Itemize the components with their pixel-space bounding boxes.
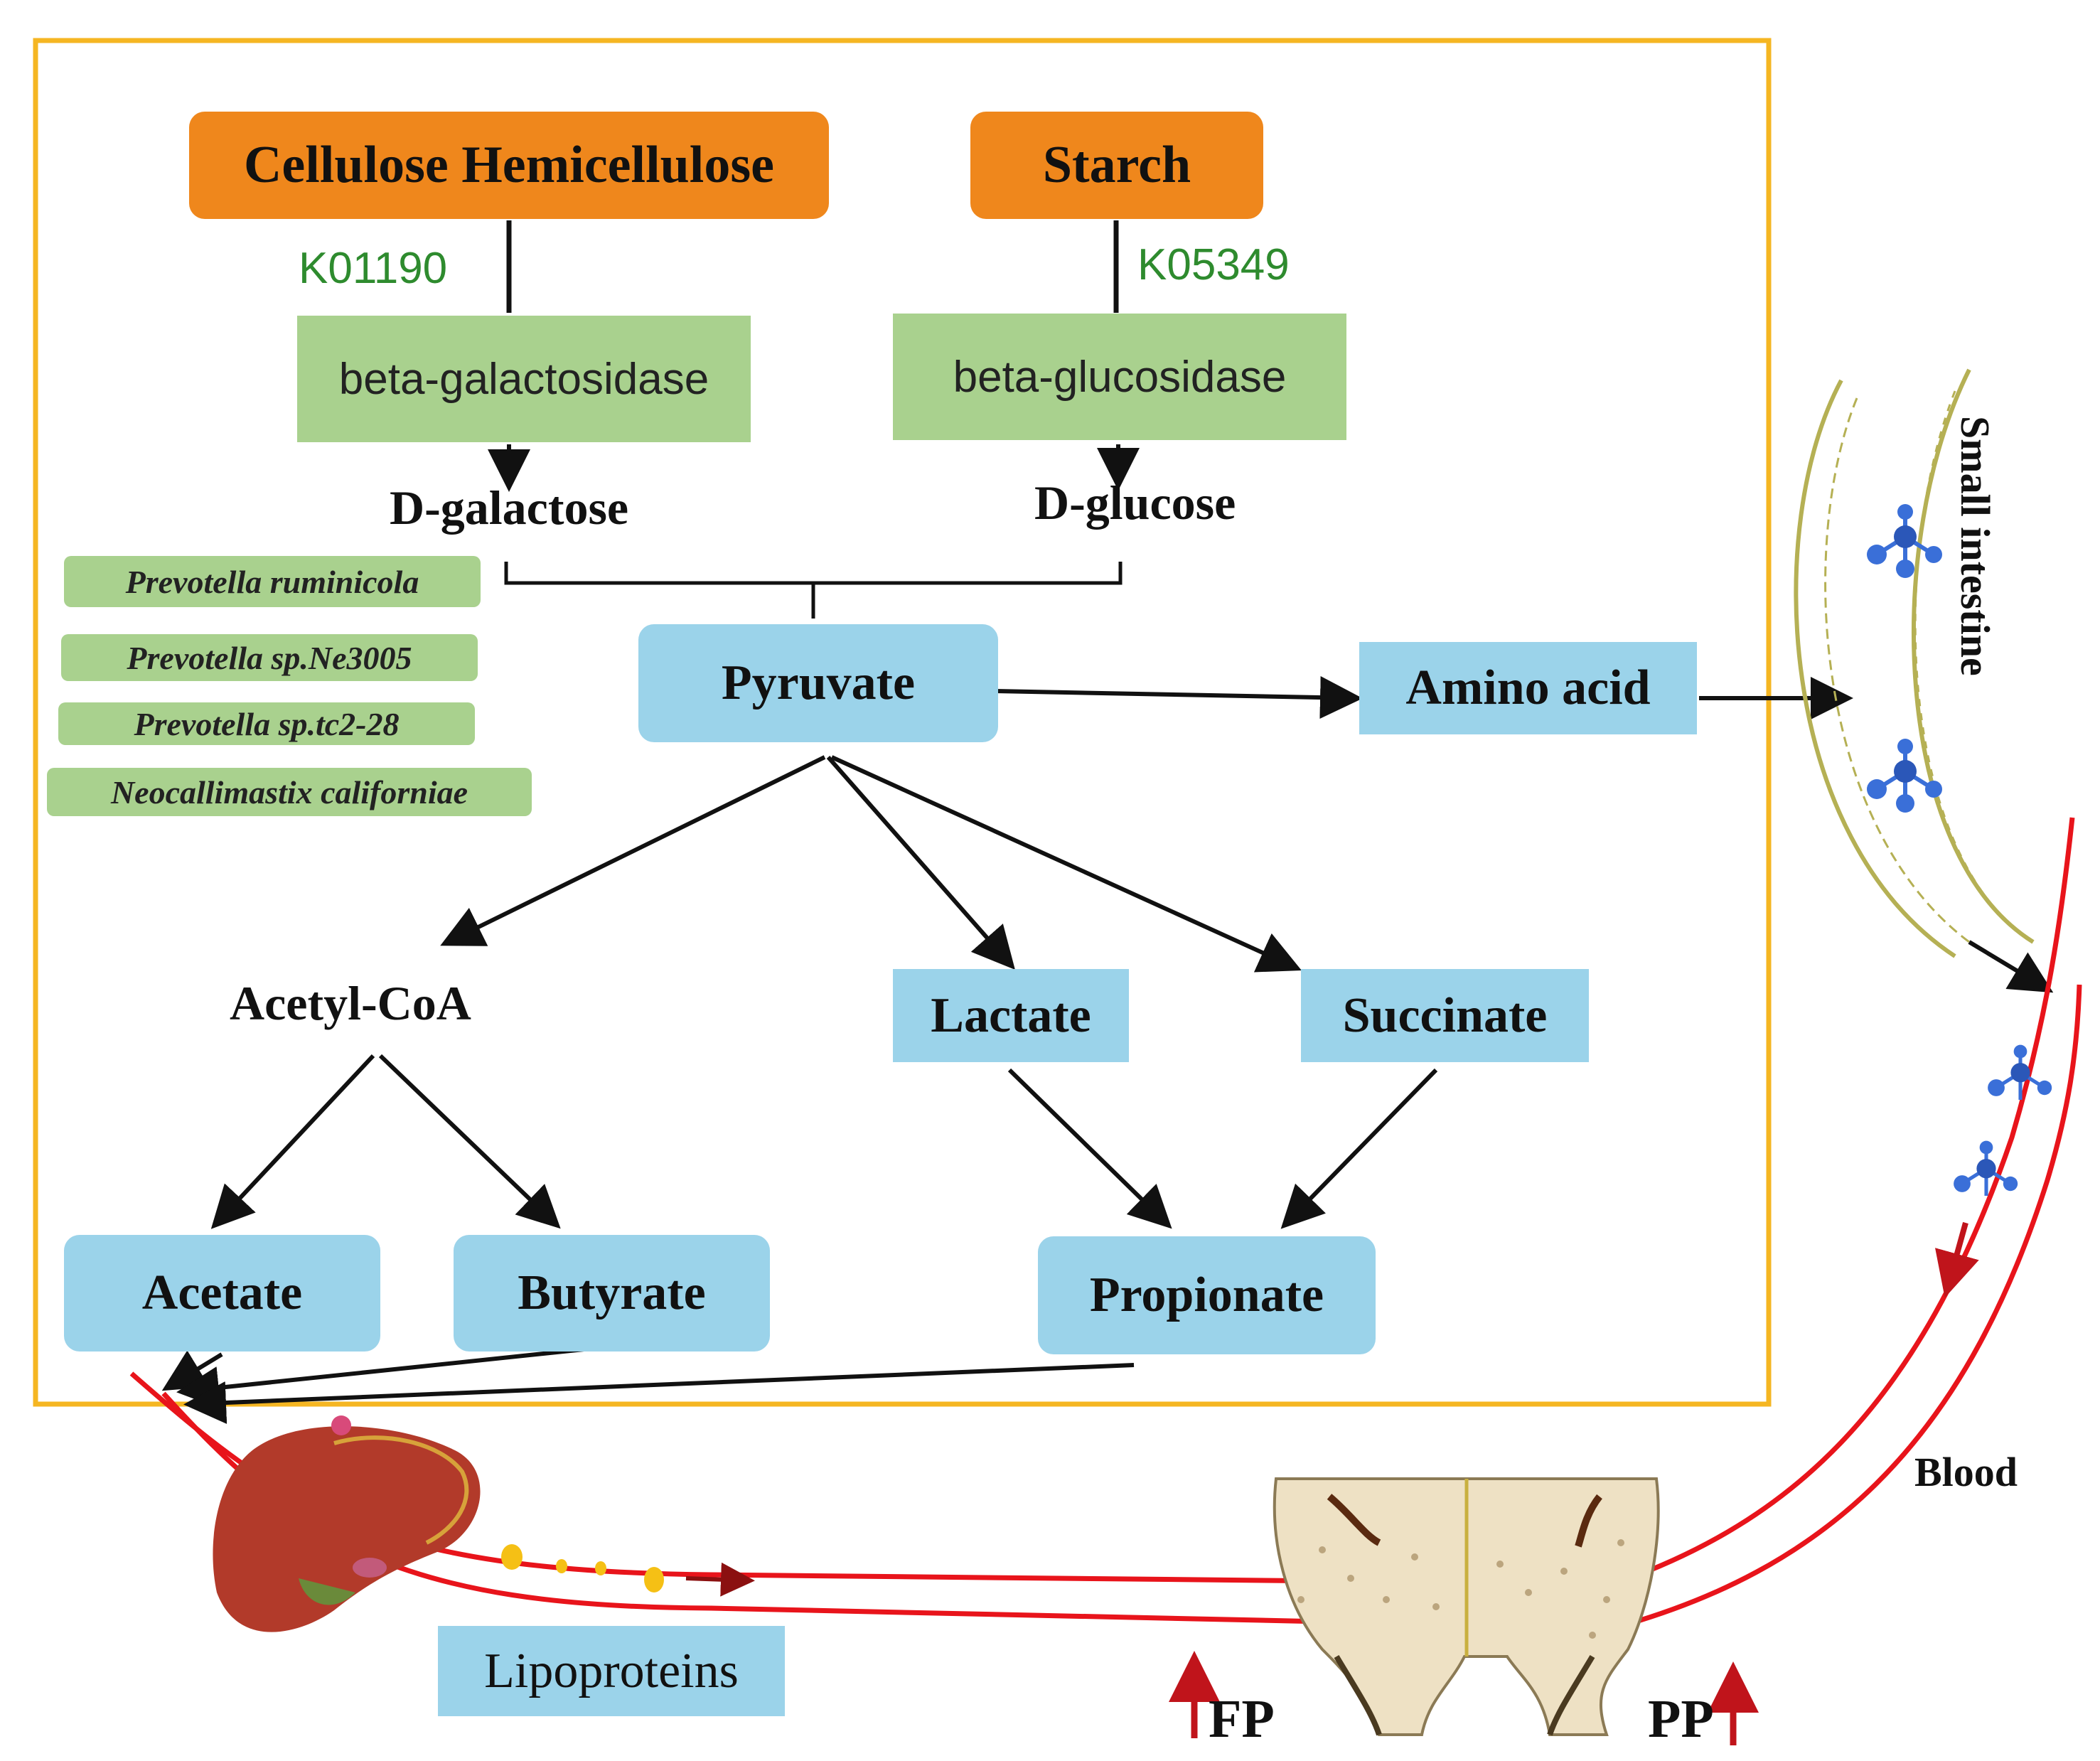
small-intestine-graphic <box>1794 368 2035 958</box>
metabolite-aminoacid-box: Amino acid <box>1359 642 1697 734</box>
substrate-cellulose-box: Cellulose Hemicellulose <box>189 112 829 219</box>
molecule-icon <box>1867 504 1942 578</box>
kegg-id-left: K01190 <box>299 244 448 293</box>
arrow-propionate-liver <box>183 1363 1135 1424</box>
organism-label: Prevotella sp.tc2-28 <box>58 702 475 745</box>
molecule-icon <box>1988 1044 2052 1101</box>
substrate-starch-box: Starch <box>970 112 1263 219</box>
arrow-pyruvate-aminoacid <box>995 676 1363 719</box>
enzyme-galactosidase-box: beta-galactosidase <box>297 316 751 442</box>
organism-label: Neocallimastix californiae <box>47 768 532 816</box>
arrow-butyrate-liver <box>176 1345 605 1409</box>
organism-label: Prevotella ruminicola <box>64 556 481 607</box>
metabolite-butyrate-box: Butyrate <box>454 1235 770 1351</box>
metabolite-lactate-box: Lactate <box>893 969 1129 1062</box>
lipoproteins-box: Lipoproteins <box>438 1626 785 1716</box>
metabolite-acetylcoa: Acetyl-CoA <box>230 976 471 1030</box>
fp-label: FP <box>1209 1689 1275 1749</box>
metabolite-pyruvate-box: Pyruvate <box>638 624 998 742</box>
arrow-pyruvate-succinate <box>830 755 1302 973</box>
substrate-starch-label: Starch <box>1042 136 1191 194</box>
metabolite-acetate-box: Acetate <box>64 1235 380 1351</box>
arrow-pyruvate-acetylcoa <box>440 755 826 946</box>
metabolite-aminoacid-label: Amino acid <box>1405 660 1651 715</box>
enzyme-glucosidase-box: beta-glucosidase <box>893 314 1346 440</box>
metabolite-lactate-label: Lactate <box>931 987 1091 1043</box>
arrow-acetate-liver <box>161 1350 223 1391</box>
molecule-icon <box>1954 1140 2018 1197</box>
substrate-cellulose-label: Cellulose Hemicellulose <box>243 136 775 194</box>
metabolite-propionate-box: Propionate <box>1038 1236 1376 1354</box>
arrow-lactate-propionate <box>1007 1068 1172 1229</box>
metabolite-succinate-label: Succinate <box>1342 987 1548 1043</box>
blood-flow-arrow <box>1935 1221 1979 1298</box>
blood-label: Blood <box>1914 1449 2018 1495</box>
liver-icon <box>213 1415 481 1632</box>
arrow-acetylcoa-butyrate <box>378 1054 561 1229</box>
metabolite-butyrate-label: Butyrate <box>518 1265 706 1320</box>
pathway-frame <box>33 38 1772 1407</box>
lipoproteins-label: Lipoproteins <box>484 1643 739 1698</box>
lipoprotein-flow-arrow <box>685 1562 755 1597</box>
arrow-acetylcoa-acetate <box>210 1054 375 1229</box>
tissue-section-graphic <box>1273 1477 1660 1736</box>
pp-label: PP <box>1648 1689 1714 1749</box>
metabolite-propionate-label: Propionate <box>1089 1268 1324 1322</box>
kegg-id-right: K05349 <box>1137 240 1290 289</box>
arrow-intestine-blood <box>1968 940 2054 993</box>
enzyme-galactosidase-label: beta-galactosidase <box>338 354 709 404</box>
sugar-merge-bracket <box>504 562 1123 619</box>
sugar-glucose: D-glucose <box>1034 476 1236 530</box>
molecule-icon <box>1867 739 1942 813</box>
arrow-succinate-propionate <box>1280 1068 1438 1229</box>
metabolite-acetate-label: Acetate <box>141 1265 303 1320</box>
organism-label: Prevotella sp.Ne3005 <box>61 634 478 681</box>
small-intestine-label: Small intestine <box>1952 416 1998 676</box>
sugar-galactose: D-galactose <box>390 481 629 535</box>
enzyme-glucosidase-label: beta-glucosidase <box>953 352 1287 402</box>
arrow-pyruvate-lactate <box>826 756 1015 970</box>
metabolite-succinate-box: Succinate <box>1301 969 1589 1062</box>
metabolite-pyruvate-label: Pyruvate <box>721 655 916 710</box>
lipoprotein-dots <box>501 1544 664 1593</box>
